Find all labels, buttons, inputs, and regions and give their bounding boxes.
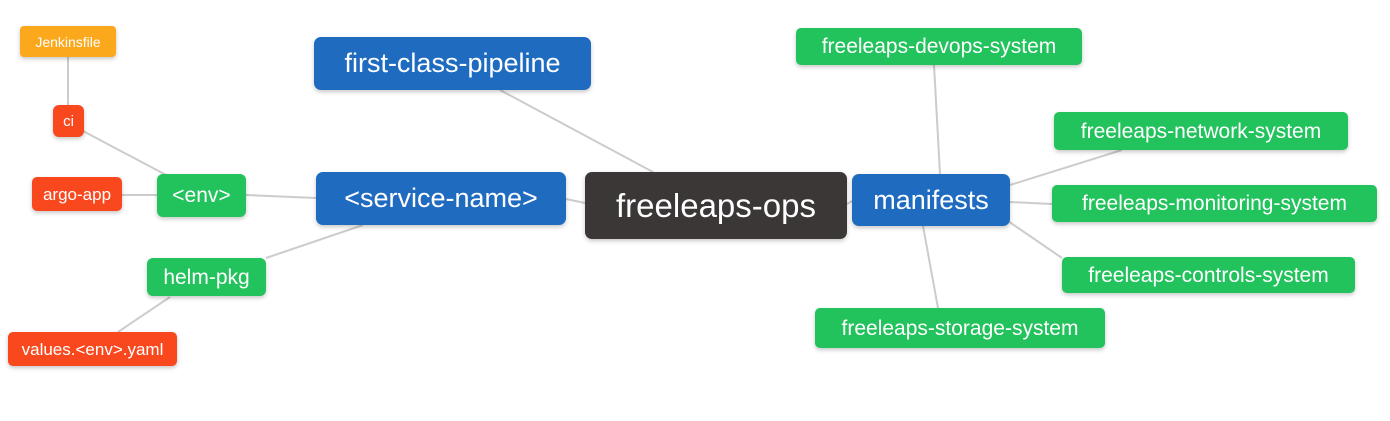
mindmap-node-first-class-pipeline[interactable]: first-class-pipeline [314, 37, 591, 90]
mindmap-node-helm-pkg[interactable]: helm-pkg [147, 258, 266, 296]
edge-manifests-to-freeleaps-storage-system [922, 225, 939, 309]
edge-manifests-to-freeleaps-network-system [1009, 149, 1123, 186]
mindmap-node-freeleaps-storage-system[interactable]: freeleaps-storage-system [815, 308, 1105, 348]
mindmap-node-argo-app[interactable]: argo-app [32, 177, 122, 211]
mindmap-node-manifests[interactable]: manifests [852, 174, 1010, 226]
edge-manifests-to-freeleaps-controls-system [1007, 220, 1063, 259]
edge-helm-pkg-to-service-name [265, 224, 364, 259]
edge-env-to-service-name [245, 194, 317, 199]
mindmap-node-env[interactable]: <env> [157, 174, 246, 217]
edge-ci-to-env [82, 130, 169, 177]
mindmap-node-freeleaps-controls-system[interactable]: freeleaps-controls-system [1062, 257, 1355, 293]
mindmap-node-freeleaps-devops-system[interactable]: freeleaps-devops-system [796, 28, 1082, 65]
edge-values-env-yaml-to-helm-pkg [117, 296, 171, 333]
mindmap-node-service-name[interactable]: <service-name> [316, 172, 566, 225]
edge-manifests-to-freeleaps-monitoring-system [1009, 201, 1053, 205]
mindmap-node-freeleaps-monitoring-system[interactable]: freeleaps-monitoring-system [1052, 185, 1377, 222]
edge-first-class-pipeline-to-freeleaps-ops [499, 89, 654, 173]
mindmap-node-freeleaps-network-system[interactable]: freeleaps-network-system [1054, 112, 1348, 150]
edge-manifests-to-freeleaps-devops-system [933, 64, 941, 175]
edge-service-name-to-freeleaps-ops [565, 198, 586, 204]
mindmap-node-freeleaps-ops[interactable]: freeleaps-ops [585, 172, 847, 239]
mindmap-node-jenkinsfile[interactable]: Jenkinsfile [20, 26, 116, 57]
mindmap-node-values-env-yaml[interactable]: values.<env>.yaml [8, 332, 177, 366]
mindmap-node-ci[interactable]: ci [53, 105, 84, 137]
